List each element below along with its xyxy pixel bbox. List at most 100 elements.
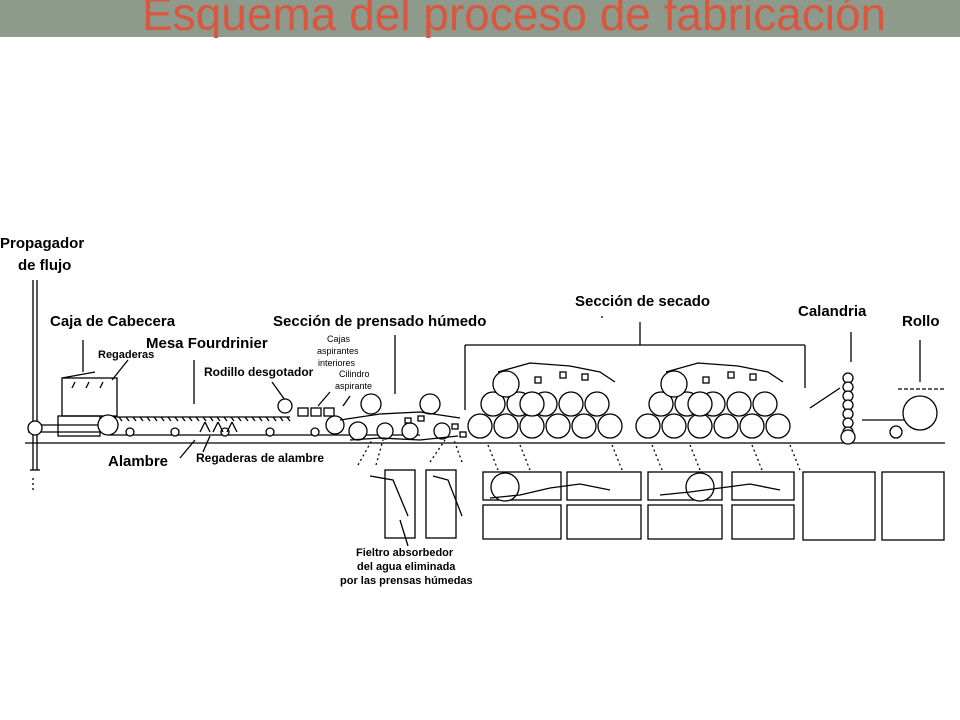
label-regaderas-alambre: Regaderas de alambre (196, 451, 324, 465)
press-roll (401, 422, 419, 440)
table-foil (279, 416, 284, 422)
wire-roll-2 (220, 427, 230, 437)
dryer-g2-mid-3 (726, 391, 752, 417)
table-foil (139, 416, 144, 422)
table-foil (132, 416, 137, 422)
label-cilindro-1: Cilindro (339, 369, 370, 379)
table-foil (202, 416, 207, 422)
leader-alambre (179, 439, 196, 459)
wire-spray (231, 421, 238, 433)
label-calandria: Calandria (798, 303, 867, 320)
dryer-g2-bottom-4 (739, 413, 765, 439)
leader-cajas (317, 391, 331, 407)
felt-drop (357, 439, 373, 466)
dryer-g1-bottom-5 (597, 413, 623, 439)
wire-spray (199, 421, 206, 433)
table-foil (251, 416, 256, 422)
title-band (0, 0, 960, 37)
dryer-g2-mid-0 (648, 391, 674, 417)
dryer-tank-1 (482, 504, 562, 540)
label-seccion-secado: Sección de secado (575, 293, 710, 310)
dryer-drop-5 (751, 444, 763, 471)
wire-roll-1 (170, 427, 180, 437)
table-foil (230, 416, 235, 422)
label-seccion-prensado: Sección de prensado húmedo (273, 313, 486, 330)
dryer-drop-6 (789, 444, 801, 471)
dryer-tank-4 (647, 471, 723, 501)
table-foil (188, 416, 193, 422)
dryer-g1-top-a (492, 370, 520, 398)
dryer-drop-0 (487, 444, 499, 471)
felt-top (339, 411, 461, 421)
headbox (61, 377, 118, 417)
dryer-g2-mid-4 (752, 391, 778, 417)
wire-spray (226, 421, 233, 433)
breast-roll (97, 414, 119, 436)
sheet-to-calender (809, 387, 841, 409)
press-roll-top (360, 393, 382, 415)
wire-spray (217, 421, 224, 433)
dryer-g2-bottom-3 (713, 413, 739, 439)
wire-roll-0 (125, 427, 135, 437)
felt-guide-0 (404, 417, 412, 424)
table-foil (181, 416, 186, 422)
table-foil (223, 416, 228, 422)
dryer-g2-bottom-0 (635, 413, 661, 439)
wire-roll-3 (265, 427, 275, 437)
reel-roll (902, 395, 938, 431)
dryer-g1-guide-1 (559, 371, 567, 379)
dryer-drop-2 (611, 444, 623, 471)
table-foil (174, 416, 179, 422)
press-roll (348, 421, 368, 441)
dryer-tank-roll (490, 472, 520, 502)
dryer-felt-lower (489, 483, 611, 499)
felt-run (369, 475, 409, 517)
machine-structure (25, 280, 945, 547)
label-propagador-1: Propagador (0, 235, 84, 252)
label-mesa-fourdrinier: Mesa Fourdrinier (146, 335, 268, 352)
wire-spray (204, 421, 211, 433)
dryer-g1-mid-4 (584, 391, 610, 417)
dryer-g2-guide-1 (727, 371, 735, 379)
felt-run (432, 475, 463, 517)
leader-cilindro (342, 395, 351, 407)
dryer-g1-guide-0 (534, 376, 542, 384)
table-foil (146, 416, 151, 422)
dryer-g1-bottom-3 (545, 413, 571, 439)
wire-spray (212, 421, 219, 433)
label-cajas-1: Cajas (327, 334, 351, 344)
label-fieltro-2: del agua eliminada (357, 561, 456, 573)
dryer-g1-bottom-0 (467, 413, 493, 439)
dryer-drop-3 (651, 444, 663, 471)
label-regaderas: Regaderas (98, 349, 154, 361)
dandy-roll (277, 398, 293, 414)
spray (85, 381, 90, 389)
dryer-g1-mid-3 (558, 391, 584, 417)
headbox-base (57, 415, 101, 437)
felt-drop (375, 439, 384, 466)
suction-box (323, 407, 335, 417)
spray (99, 381, 104, 389)
dryer-tank-3 (566, 504, 642, 540)
dryer-g2-bottom-1 (661, 413, 687, 439)
table-foil (272, 416, 277, 422)
table-foil (286, 416, 291, 422)
dryer-g1-bottom-4 (571, 413, 597, 439)
dryer-g1-felt (497, 362, 616, 383)
dryer-drop-4 (689, 444, 701, 471)
table-foil (237, 416, 242, 422)
slide-title: Esquema del proceso de fabricación (142, 0, 887, 38)
label-alambre: Alambre (108, 453, 168, 470)
dryer-g2-top-a (660, 370, 688, 398)
dryer-felt-lower (659, 483, 781, 496)
calender-roll-bottom (840, 429, 856, 445)
title-bar: Esquema del proceso de fabricación (0, 0, 960, 38)
felt-guide-2 (451, 423, 459, 430)
table-foil (209, 416, 214, 422)
dryer-tank-5 (647, 504, 723, 540)
felt-tank-2 (425, 469, 457, 539)
dryer-g2-bottom-5 (765, 413, 791, 439)
label-caja-cabecera: Caja de Cabecera (50, 313, 176, 330)
diagram-labels: Propagador de flujo Caja de Cabecera Reg… (0, 235, 940, 587)
